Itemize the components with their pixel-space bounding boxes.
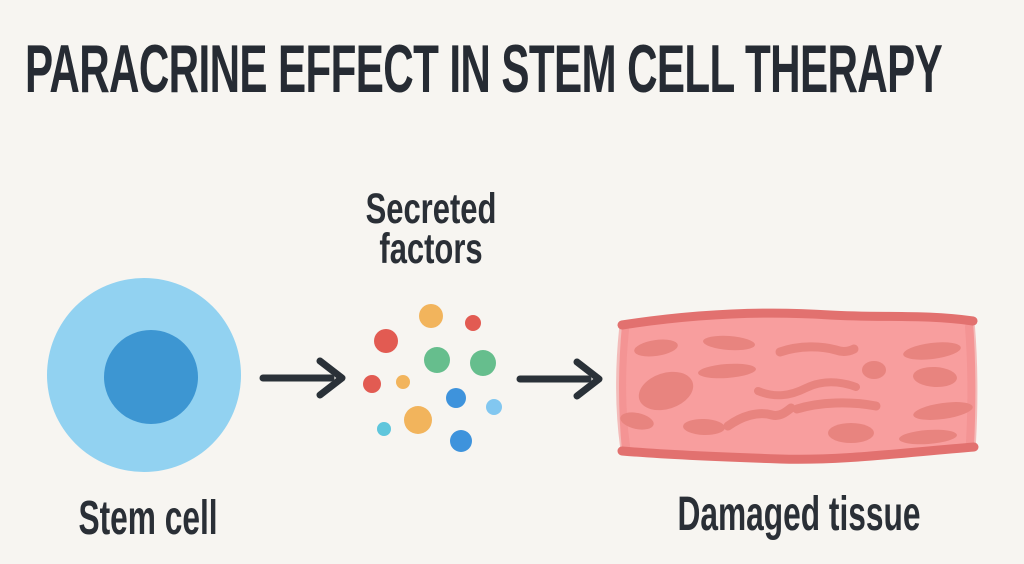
tissue-mark: [703, 335, 755, 351]
tissue-mark: [620, 412, 654, 430]
tissue-edge-shade-left: [616, 325, 630, 451]
tissue-mark: [828, 423, 874, 443]
secreted-factors-label: Secreted factors: [365, 185, 497, 273]
factor-dot: [419, 304, 443, 328]
factor-dot: [396, 375, 410, 389]
stem-cell: [47, 278, 241, 472]
tissue-mark: [792, 398, 881, 414]
factor-dot: [424, 347, 450, 373]
arrow-right-icon: [516, 358, 603, 400]
stem-cell-nucleus: [104, 330, 198, 424]
factor-dot: [446, 388, 466, 408]
factor-dot: [450, 430, 472, 452]
tissue-mark: [899, 429, 957, 445]
arrow-right-icon: [259, 357, 346, 399]
tissue-mark: [723, 403, 796, 431]
tissue-mark: [862, 361, 886, 379]
tissue-mark: [903, 342, 961, 360]
tissue-edge-shade-right: [965, 322, 978, 447]
damaged-tissue-label: Damaged tissue: [677, 488, 921, 541]
tissue-mark: [913, 366, 957, 388]
tissue-mark: [775, 342, 859, 357]
factor-dot: [486, 399, 502, 415]
factor-dot: [377, 422, 391, 436]
factor-dot: [470, 350, 496, 376]
factor-dot: [465, 315, 481, 331]
factor-dot: [374, 329, 398, 353]
page-title: PARACRINE EFFECT IN STEM CELL THERAPY: [25, 31, 943, 107]
tissue-marks: [620, 335, 973, 445]
secreted-factor-dots: [363, 304, 502, 452]
arrow-head: [573, 358, 603, 400]
tissue-mark: [634, 339, 678, 357]
arrow-head: [316, 357, 346, 399]
tissue-border-top: [617, 308, 978, 330]
factor-dot: [363, 375, 381, 393]
factor-dot: [404, 406, 432, 434]
damaged-tissue-shape: [616, 308, 979, 464]
tissue-mark: [638, 371, 694, 411]
stem-cell-label: Stem cell: [78, 492, 218, 545]
tissue-mark: [913, 402, 973, 420]
tissue-mark: [754, 378, 860, 400]
tissue-border-bottom: [617, 442, 979, 464]
tissue-mark: [683, 418, 725, 436]
tissue-mark: [698, 363, 756, 379]
